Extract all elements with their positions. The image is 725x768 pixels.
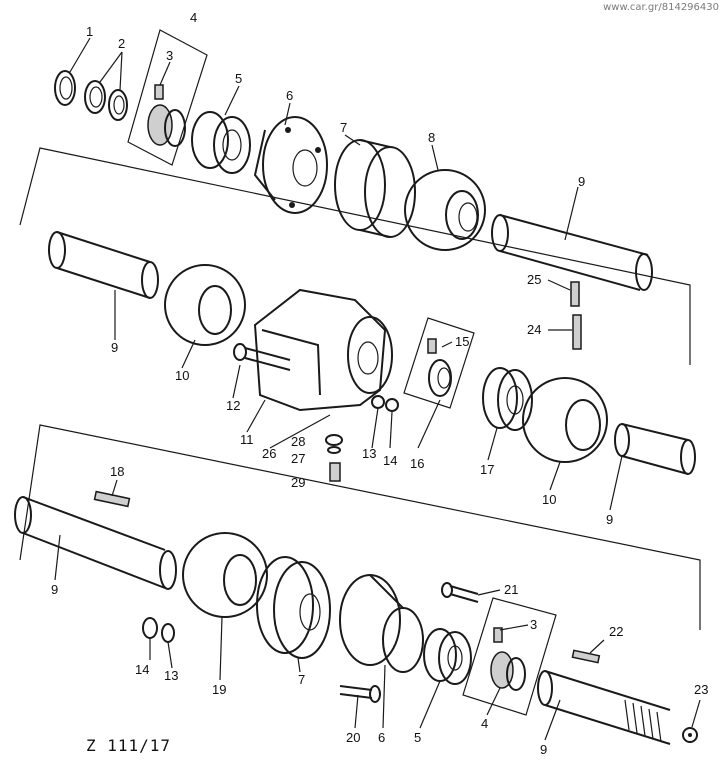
bearing-housing-6 xyxy=(253,116,328,214)
sprocket-8 xyxy=(404,169,486,251)
watermark-url: www.car.gr/814296430 xyxy=(603,2,719,13)
callout-3-upper: 3 xyxy=(166,48,173,63)
callout-9-upper-right: 9 xyxy=(578,174,585,189)
callout-23: 23 xyxy=(694,682,708,697)
callout-22: 22 xyxy=(609,624,623,639)
bearing-17 xyxy=(482,367,533,431)
callout-28: 28 xyxy=(291,434,305,449)
callout-20: 20 xyxy=(346,730,360,745)
callout-7-lower: 7 xyxy=(298,672,305,687)
lock-washer-nut-13-14 xyxy=(371,395,399,412)
shaft-9-lower-right xyxy=(537,670,671,745)
bolt-20 xyxy=(339,685,381,703)
snap-ring-1 xyxy=(54,70,76,106)
callout-21: 21 xyxy=(504,582,518,597)
shaft-9-left xyxy=(48,231,159,299)
callout-17: 17 xyxy=(480,462,494,477)
bearing-5 xyxy=(191,111,251,174)
bearing-housing-6-lower xyxy=(339,574,424,673)
set-screw-15 xyxy=(427,338,437,354)
bearing-5-lower xyxy=(423,628,472,685)
shaft-9-right xyxy=(614,423,696,475)
roll-pins-24-25 xyxy=(570,281,582,350)
callout-9-lower-left: 9 xyxy=(51,582,58,597)
bolt-21 xyxy=(441,582,479,603)
callout-27: 27 xyxy=(291,451,305,466)
callout-13-lower: 13 xyxy=(164,668,178,683)
callout-29: 29 xyxy=(291,475,305,490)
callout-6-upper: 6 xyxy=(286,88,293,103)
callout-18: 18 xyxy=(110,464,124,479)
callout-13-middle: 13 xyxy=(362,446,376,461)
grease-fitting-23 xyxy=(682,727,698,743)
callout-10-left: 10 xyxy=(175,368,189,383)
hub-cap-7 xyxy=(334,139,416,238)
callout-3-lower: 3 xyxy=(530,617,537,632)
shim-washer-2a xyxy=(84,80,106,114)
sprocket-10-right xyxy=(522,377,608,463)
leader-lines xyxy=(54,37,701,741)
callout-9-upper-left: 9 xyxy=(111,340,118,355)
callout-2: 2 xyxy=(118,36,125,51)
fastener-stack-26-29 xyxy=(325,434,343,482)
mounting-bracket-11 xyxy=(253,288,393,412)
callout-1: 1 xyxy=(86,24,93,39)
callout-26: 26 xyxy=(262,446,276,461)
hub-cap-7-lower xyxy=(256,556,331,659)
callout-4-lower: 4 xyxy=(481,716,488,731)
callout-7-upper: 7 xyxy=(340,120,347,135)
callout-labels: 1 2 4 3 5 6 7 8 9 25 24 9 10 12 15 11 28… xyxy=(51,10,708,757)
callout-11: 11 xyxy=(240,432,254,447)
callout-19: 19 xyxy=(212,682,226,697)
locking-collar-box-4 xyxy=(127,29,208,166)
set-screw-3-lower xyxy=(493,627,503,643)
callout-9-middle-right: 9 xyxy=(606,512,613,527)
key-18 xyxy=(93,490,131,508)
shim-washer-2b xyxy=(108,89,128,121)
sprocket-19 xyxy=(182,532,268,618)
callout-12: 12 xyxy=(226,398,240,413)
callout-9-lower-right: 9 xyxy=(540,742,547,757)
callout-16: 16 xyxy=(410,456,424,471)
shaft-9-upper xyxy=(491,214,653,291)
key-22 xyxy=(571,649,601,664)
callout-14-middle: 14 xyxy=(383,453,397,468)
shaft-9-lower-left xyxy=(14,496,177,590)
axis-lines xyxy=(19,147,701,630)
callout-5-upper: 5 xyxy=(235,71,242,86)
locking-collar-4-lower xyxy=(490,651,526,691)
callout-14-lower: 14 xyxy=(135,662,149,677)
callout-15: 15 xyxy=(455,334,469,349)
callout-4-upper: 4 xyxy=(190,10,197,25)
callout-24: 24 xyxy=(527,322,541,337)
callout-10-right: 10 xyxy=(542,492,556,507)
callout-8: 8 xyxy=(428,130,435,145)
snap-rings-13-14-lower xyxy=(142,617,175,643)
locking-collar-4 xyxy=(147,104,186,147)
callout-5-lower: 5 xyxy=(414,730,421,745)
set-screw-3 xyxy=(154,84,164,100)
bolt-12 xyxy=(233,343,291,371)
sprocket-10-left xyxy=(164,264,246,346)
locking-collar-16 xyxy=(428,359,452,397)
figure-code: Z 111/17 xyxy=(86,736,172,755)
collar-box-16 xyxy=(403,317,475,409)
collar-box-4-lower xyxy=(462,597,557,716)
callout-6-lower: 6 xyxy=(378,730,385,745)
callout-25: 25 xyxy=(527,272,541,287)
